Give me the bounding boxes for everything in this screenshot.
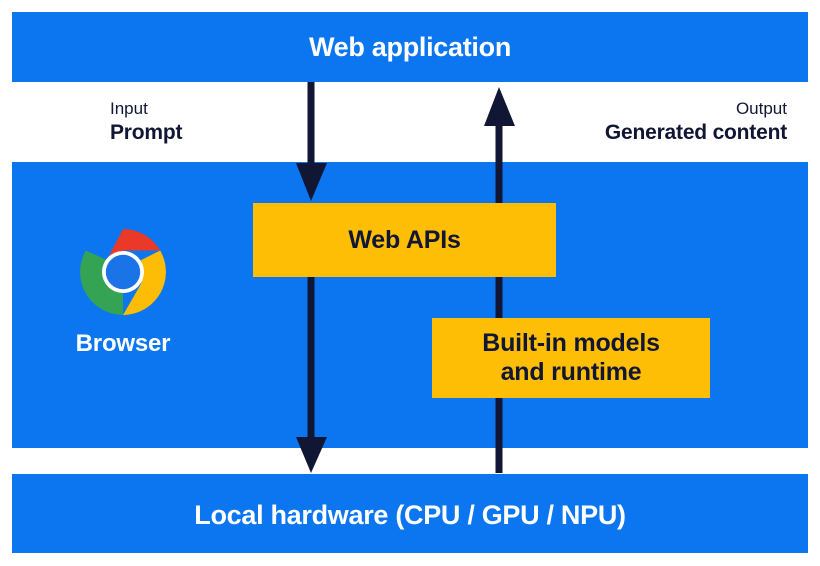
band-web-application: Web application [12, 12, 808, 82]
box-builtin-models-line2: and runtime [500, 358, 642, 386]
browser-caption: Browser [75, 330, 171, 357]
input-value-label: Prompt [110, 120, 183, 144]
input-annotation: Input Prompt [110, 99, 183, 145]
band-local-hardware-label: Local hardware (CPU / GPU / NPU) [194, 500, 626, 530]
box-builtin-models[interactable]: Built-in models and runtime [432, 318, 710, 398]
band-local-hardware: Local hardware (CPU / GPU / NPU) [12, 474, 808, 553]
box-web-apis[interactable]: Web APIs [253, 203, 556, 277]
chrome-logo [80, 229, 166, 315]
box-builtin-models-line1: Built-in models [482, 328, 660, 357]
output-annotation: Output Generated content [605, 99, 787, 145]
band-web-application-label: Web application [308, 32, 512, 62]
box-web-apis-label: Web APIs [348, 225, 461, 254]
output-kind-label: Output [735, 99, 787, 118]
output-value-label: Generated content [604, 120, 787, 144]
input-kind-label: Input [110, 99, 148, 118]
browser-block: Browser [52, 228, 194, 358]
box-builtin-models-label: Built-in models and runtime [482, 329, 660, 388]
